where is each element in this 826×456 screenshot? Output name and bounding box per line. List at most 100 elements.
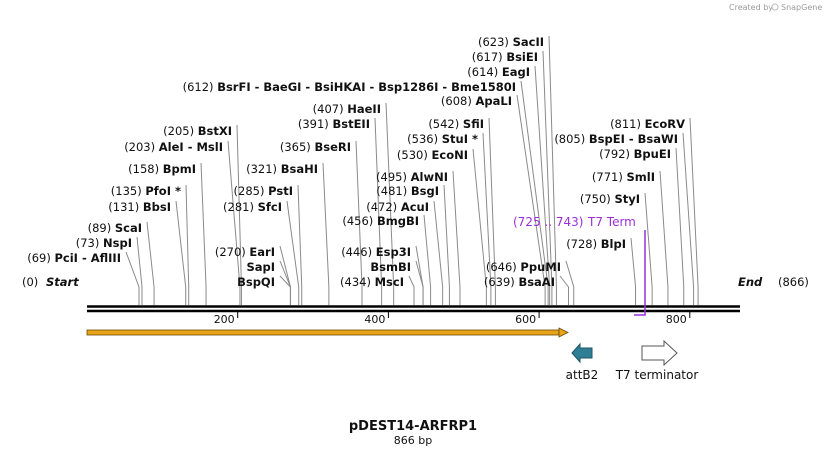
site-label[interactable]: (728) BlpI (566, 237, 626, 251)
site-connector (472, 148, 487, 305)
feature-attb2[interactable]: attB2 (566, 342, 599, 382)
site-label[interactable]: (203) AleI - MslI (124, 140, 223, 154)
site-label[interactable]: (623) SacII (478, 35, 544, 49)
site-connector (125, 251, 140, 305)
site-position: (481) (376, 184, 407, 198)
site-label[interactable]: (321) BsaHI (246, 162, 318, 176)
site-label[interactable]: (446) Esp3I (341, 245, 411, 259)
site-name: PciI - AflIII (54, 251, 121, 265)
site-label[interactable]: (285) PstI (234, 184, 293, 198)
feature-t7-terminator[interactable]: T7 terminator (615, 339, 699, 382)
site-label[interactable]: (281) SfcI (223, 200, 282, 214)
site-name: AlwNI (411, 170, 448, 184)
map-title: pDEST14-ARFRP1 (349, 419, 477, 434)
site-label[interactable]: (89) ScaI (88, 221, 142, 235)
site-label[interactable]: (536) StuI * (407, 132, 478, 146)
site-position: (391) (298, 117, 329, 131)
site-label[interactable]: (270) EarI (215, 245, 275, 259)
site-position: (623) (478, 35, 509, 49)
site-label[interactable]: (750) StyI (580, 192, 640, 206)
site-connector (659, 170, 669, 305)
site-connector (423, 214, 432, 305)
site-name: PfoI * (145, 184, 181, 198)
site-connector (433, 200, 444, 305)
site-label[interactable]: (646) PpuMI (486, 260, 561, 274)
site-connectors (125, 35, 699, 305)
site-label[interactable]: (434) MscI (340, 275, 404, 289)
site-label[interactable]: (811) EcoRV (610, 117, 685, 131)
start-marker: (0) Start (22, 275, 79, 289)
orf-bar[interactable] (86, 327, 569, 338)
site-label[interactable]: (73) NspI (76, 236, 132, 250)
site-label[interactable]: (617) BsiEI (472, 50, 538, 64)
site-position: (285) (234, 184, 265, 198)
site-label[interactable]: (612) BsrFI - BaeGI - BsiHKAI - Bsp1286I… (183, 80, 516, 94)
site-name: StyI (614, 192, 640, 206)
site-connector (675, 147, 685, 305)
site-label[interactable]: (205) BstXI (163, 124, 232, 138)
site-name: StuI * (442, 132, 478, 146)
start-position: (0) (22, 275, 38, 289)
site-connector (175, 200, 187, 305)
site-connector (534, 65, 551, 305)
site-label[interactable]: (456) BmgBI (342, 214, 419, 228)
site-label[interactable]: BspQI (237, 275, 275, 289)
site-connector (374, 117, 383, 305)
site-label[interactable]: (495) AlwNI (376, 170, 448, 184)
site-label[interactable]: (614) EagI (467, 65, 530, 79)
t7-terminator-label: T7 terminator (615, 368, 699, 382)
site-label[interactable]: (158) BpmI (128, 162, 196, 176)
site-label[interactable]: (639) BsaAI (484, 275, 555, 289)
site-connector (682, 132, 695, 305)
site-label[interactable]: (365) BseRI (280, 140, 351, 154)
site-position: (69) (27, 251, 51, 265)
site-name: BsaHI (281, 162, 318, 176)
site-label[interactable]: (805) BspEI - BsaWI (554, 132, 678, 146)
site-label[interactable]: (135) PfoI * (111, 184, 181, 198)
t7-term-feature[interactable]: (725 .. 743) T7 Term (513, 215, 646, 316)
site-name: BsiEI (506, 50, 538, 64)
site-position: (472) (366, 200, 397, 214)
site-connector (185, 184, 190, 305)
site-label[interactable]: (472) AcuI (366, 200, 429, 214)
t7-term-name: T7 Term (587, 215, 636, 229)
site-label[interactable]: (771) SmlI (592, 170, 655, 184)
site-connector (452, 170, 461, 305)
site-label[interactable]: (530) EcoNI (397, 148, 468, 162)
site-name: AcuI (401, 200, 429, 214)
site-connector (200, 162, 207, 305)
site-connector (443, 184, 450, 305)
site-position: (456) (342, 214, 373, 228)
site-position: (73) (76, 236, 100, 250)
tick-label: 400 (364, 313, 385, 326)
site-label[interactable]: (407) HaeII (313, 102, 381, 116)
site-label[interactable]: (792) BpuEI (599, 147, 671, 161)
site-label[interactable]: (391) BstEII (298, 117, 370, 131)
site-name: Esp3I (376, 245, 411, 259)
attb2-arrow-icon (571, 342, 593, 364)
tick-label: 800 (666, 313, 687, 326)
site-label[interactable]: (131) BbsI (108, 200, 171, 214)
site-label[interactable]: (69) PciI - AflIII (27, 251, 121, 265)
site-name: MscI (375, 275, 404, 289)
site-position: (771) (592, 170, 623, 184)
site-label[interactable]: (542) SfiI (428, 117, 484, 131)
site-label[interactable]: BsmBI (370, 260, 411, 274)
site-position: (446) (341, 245, 372, 259)
site-label[interactable]: (608) ApaLI (441, 94, 512, 108)
site-position: (728) (566, 237, 597, 251)
site-name: BpuEI (634, 147, 671, 161)
site-name: BstXI (198, 124, 232, 138)
site-connector (565, 260, 575, 305)
site-name: ScaI (115, 221, 142, 235)
credit-brand: SnapGene (781, 3, 822, 12)
site-position: (434) (340, 275, 371, 289)
site-position: (321) (246, 162, 277, 176)
site-name: SfcI (258, 200, 282, 214)
site-label[interactable]: (481) BsgI (376, 184, 439, 198)
site-label[interactable]: SapI (246, 260, 275, 274)
site-connector (146, 221, 155, 305)
site-name: BsaAI (518, 275, 555, 289)
site-connector (385, 102, 395, 305)
